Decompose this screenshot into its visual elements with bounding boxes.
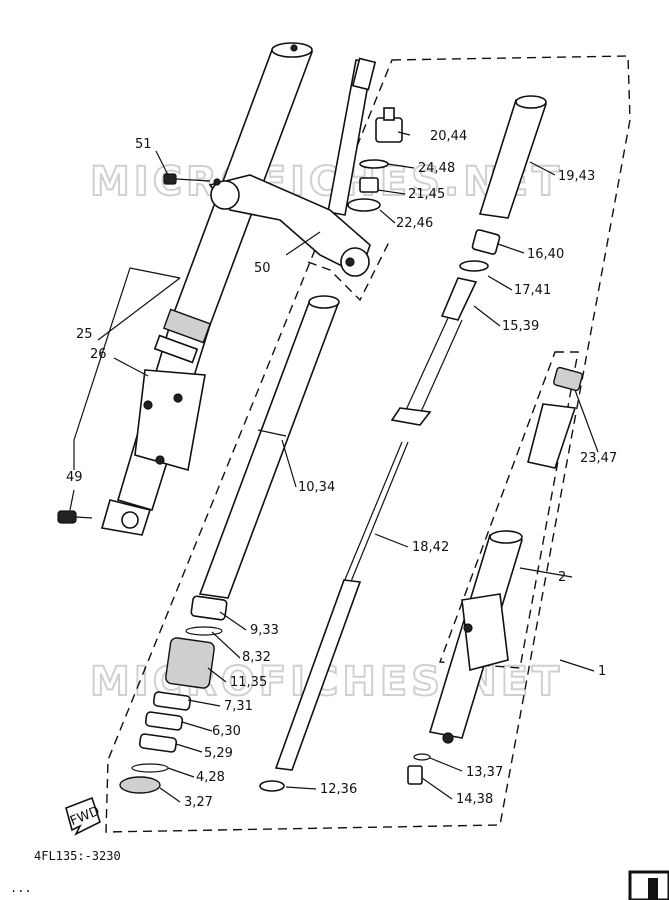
callout-9-33: 9,33 [250, 623, 279, 638]
leader-lines [69, 131, 599, 803]
callout-21-45: 21,45 [408, 187, 445, 202]
damper-rod-spring [259, 95, 548, 792]
stem-top-parts [347, 107, 403, 212]
callout-18-42: 18,42 [412, 540, 449, 555]
callout-16-40: 16,40 [527, 247, 564, 262]
callout-49: 49 [66, 470, 83, 485]
callout-50: 50 [254, 261, 271, 276]
callout-labels: 51 20,44 24,48 19,43 21,45 22,46 50 16,4… [66, 129, 617, 810]
callout-15-39: 15,39 [502, 319, 539, 334]
outer-tube-exploded [407, 366, 583, 785]
drawing-code: 4FL135:-3230 [34, 849, 121, 863]
outer-tube-group-boundary [439, 351, 579, 669]
callout-12-36: 12,36 [320, 782, 357, 797]
callout-26: 26 [90, 347, 107, 362]
callout-7-31: 7,31 [224, 699, 253, 714]
callout-17-41: 17,41 [514, 283, 551, 298]
callout-13-37: 13,37 [466, 765, 503, 780]
callout-22-46: 22,46 [396, 216, 433, 231]
callout-14-38: 14,38 [456, 792, 493, 807]
callout-19-43: 19,43 [558, 169, 595, 184]
callout-51: 51 [135, 137, 152, 152]
callout-11-35: 11,35 [230, 675, 267, 690]
callout-2: 2 [558, 570, 566, 585]
callout-20-44: 20,44 [430, 129, 467, 144]
footer-noise: ... [10, 881, 32, 895]
seal-stack [119, 595, 228, 794]
callout-23-47: 23,47 [580, 451, 617, 466]
under-bracket-steering-stem [163, 57, 377, 277]
callout-6-30: 6,30 [212, 724, 241, 739]
callout-5-29: 5,29 [204, 746, 233, 761]
fwd-arrow: FWD [65, 796, 102, 836]
callout-1: 1 [598, 664, 606, 679]
callout-25: 25 [76, 327, 93, 342]
inner-tube-exploded [198, 295, 340, 599]
page-corner-bar [648, 878, 658, 900]
callout-4-28: 4,28 [196, 770, 225, 785]
callout-10-34: 10,34 [298, 480, 335, 495]
callout-8-32: 8,32 [242, 650, 271, 665]
callout-24-48: 24,48 [418, 161, 455, 176]
callout-3-27: 3,27 [184, 795, 213, 810]
